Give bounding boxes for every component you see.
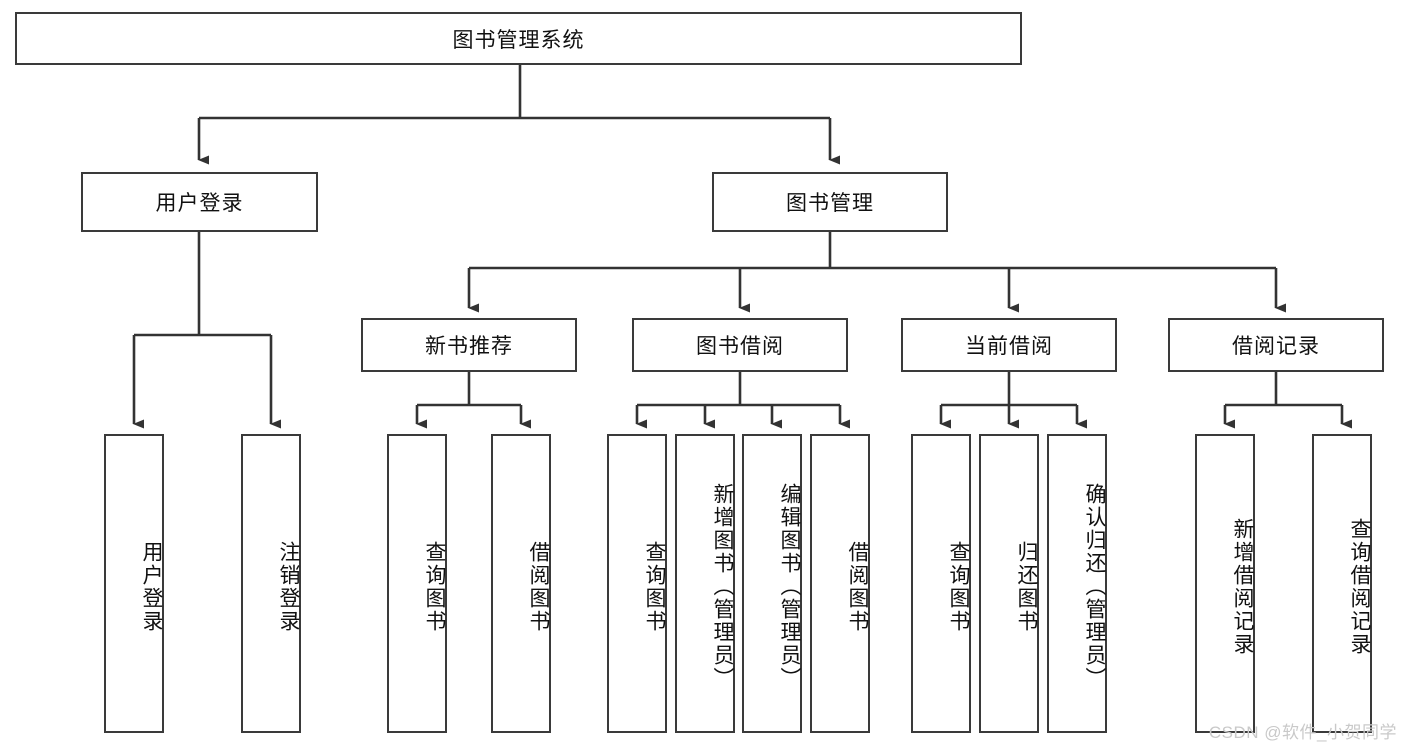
node-borrow-record[interactable]: 借阅记录 [1168, 318, 1384, 372]
node-leaf-edit-book-label: 编辑图书（管理员） [778, 483, 801, 690]
node-leaf-return-book[interactable]: 归还图书 [979, 434, 1039, 733]
node-leaf-query-book-3-label: 查询图书 [947, 540, 970, 633]
node-leaf-borrow-book-2-label: 借阅图书 [846, 540, 869, 633]
node-leaf-query-book-1-label: 查询图书 [423, 540, 446, 633]
node-root-label: 图书管理系统 [452, 28, 585, 52]
node-leaf-query-book-2[interactable]: 查询图书 [607, 434, 667, 733]
node-leaf-borrow-book-1[interactable]: 借阅图书 [491, 434, 551, 733]
node-leaf-confirm-return-label: 确认归还（管理员） [1083, 483, 1106, 690]
node-new-book-recommend[interactable]: 新书推荐 [361, 318, 577, 372]
node-leaf-user-login-label: 用户登录 [140, 540, 163, 633]
node-leaf-borrow-book-1-label: 借阅图书 [527, 540, 550, 633]
node-leaf-user-logout-label: 注销登录 [277, 540, 300, 633]
node-leaf-borrow-book-2[interactable]: 借阅图书 [810, 434, 870, 733]
node-leaf-edit-book[interactable]: 编辑图书（管理员） [742, 434, 802, 733]
node-current-borrow[interactable]: 当前借阅 [901, 318, 1117, 372]
node-leaf-confirm-return[interactable]: 确认归还（管理员） [1047, 434, 1107, 733]
node-book-management-label: 图书管理 [786, 192, 874, 215]
node-leaf-query-book-1[interactable]: 查询图书 [387, 434, 447, 733]
node-leaf-query-record[interactable]: 查询借阅记录 [1312, 434, 1372, 733]
node-current-borrow-label: 当前借阅 [965, 335, 1053, 358]
node-root[interactable]: 图书管理系统 [15, 12, 1022, 65]
node-leaf-user-login[interactable]: 用户登录 [104, 434, 164, 733]
node-borrow-record-label: 借阅记录 [1232, 335, 1320, 358]
node-leaf-add-book-label: 新增图书（管理员） [711, 483, 734, 690]
node-leaf-query-book-3[interactable]: 查询图书 [911, 434, 971, 733]
node-new-book-recommend-label: 新书推荐 [425, 335, 513, 358]
node-leaf-user-logout[interactable]: 注销登录 [241, 434, 301, 733]
node-book-borrow[interactable]: 图书借阅 [632, 318, 848, 372]
node-user-login[interactable]: 用户登录 [81, 172, 318, 232]
node-book-management[interactable]: 图书管理 [712, 172, 948, 232]
node-book-borrow-label: 图书借阅 [696, 335, 784, 358]
csdn-watermark: CSDN @软件_小贺同学 [1208, 723, 1397, 742]
node-leaf-return-book-label: 归还图书 [1015, 540, 1038, 633]
node-leaf-add-book[interactable]: 新增图书（管理员） [675, 434, 735, 733]
node-leaf-query-record-label: 查询借阅记录 [1348, 517, 1371, 656]
node-leaf-query-book-2-label: 查询图书 [643, 540, 666, 633]
node-leaf-add-record-label: 新增借阅记录 [1231, 517, 1254, 656]
node-user-login-label: 用户登录 [155, 192, 244, 215]
node-leaf-add-record[interactable]: 新增借阅记录 [1195, 434, 1255, 733]
